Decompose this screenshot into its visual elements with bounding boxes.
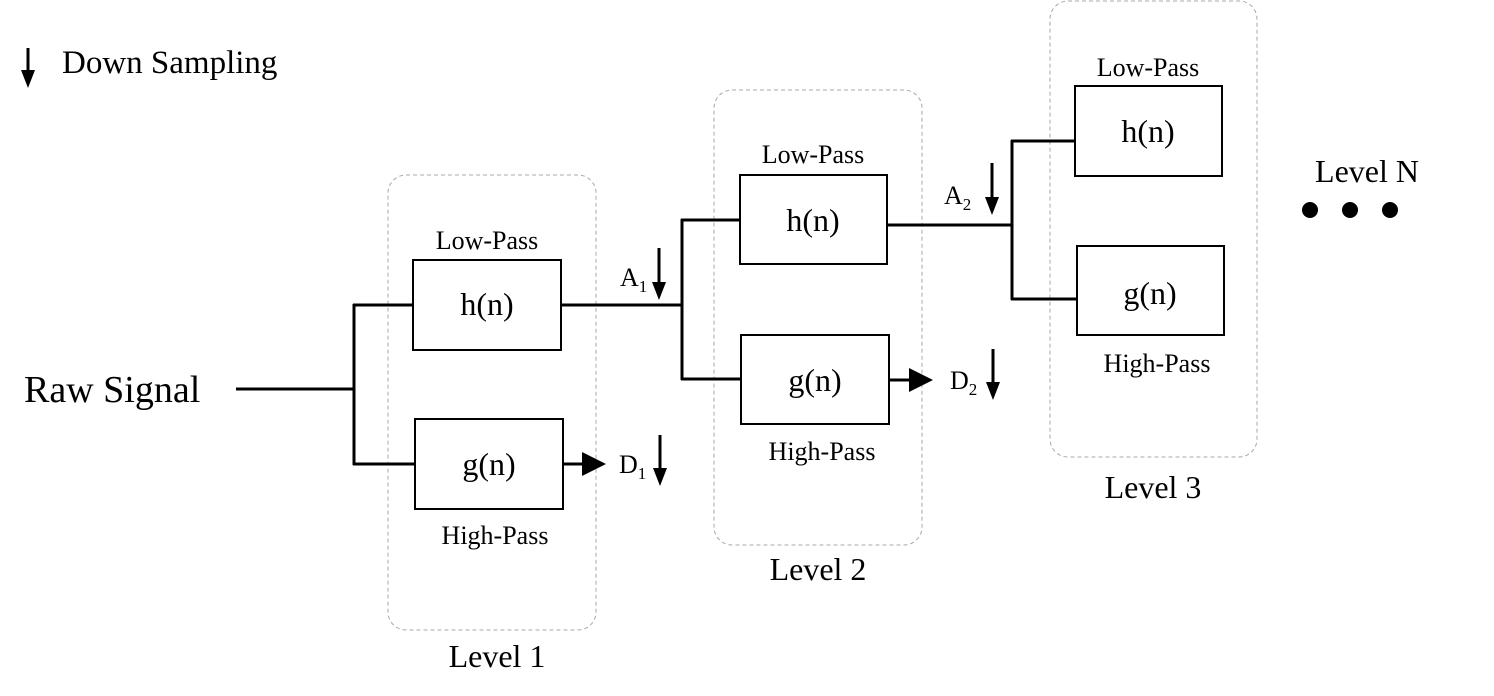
level-2-lowpass-filter	[739, 174, 888, 265]
level-1-container	[387, 174, 597, 631]
level-2-highpass-filter	[740, 334, 890, 425]
detail-2-label: D2	[950, 366, 977, 399]
detail-1-label: D1	[619, 450, 646, 483]
level-2-wiring	[680, 218, 1012, 392]
level-3-g-label: g(n)	[1123, 275, 1176, 311]
down-arrow-icon	[985, 163, 999, 215]
level-3-container	[1049, 0, 1258, 458]
level-3-lowpass-label: Low-Pass	[1097, 53, 1200, 82]
approx-2-label: A2	[944, 181, 971, 214]
level-2-highpass-label: High-Pass	[769, 437, 876, 466]
level-1-g-label: g(n)	[462, 446, 515, 482]
level-1-label: Level 1	[449, 638, 546, 674]
level-1-highpass-filter	[414, 418, 564, 510]
down-arrow-icon	[21, 48, 35, 88]
ellipsis-dots	[1302, 202, 1398, 218]
level-3-h-label: h(n)	[1121, 113, 1174, 149]
down-arrow-icon	[653, 435, 667, 486]
level-3-highpass-label: High-Pass	[1104, 349, 1211, 378]
level-3-wiring	[1010, 139, 1077, 301]
level-2-lowpass-label: Low-Pass	[762, 140, 865, 169]
level-1-highpass-label: High-Pass	[442, 521, 549, 550]
level-2-h-label: h(n)	[786, 202, 839, 238]
level-2-label: Level 2	[770, 551, 867, 587]
raw-signal-label: Raw Signal	[24, 369, 200, 411]
legend: Down Sampling	[21, 45, 277, 88]
level-1-lowpass-label: Low-Pass	[436, 226, 539, 255]
down-arrow-icon	[986, 349, 1000, 400]
level-2-g-label: g(n)	[788, 362, 841, 398]
level-3-lowpass-filter	[1074, 85, 1223, 177]
legend-label: Down Sampling	[62, 45, 277, 81]
level-3-highpass-filter	[1076, 245, 1225, 336]
level-n-label: Level N	[1315, 153, 1419, 189]
level-1-lowpass-filter	[412, 259, 562, 351]
level-3-label: Level 3	[1105, 469, 1202, 505]
approx-1-label: A1	[620, 263, 647, 296]
level-1-wiring	[236, 303, 682, 476]
level-1-h-label: h(n)	[460, 286, 513, 322]
level-2-container	[713, 89, 923, 546]
down-arrow-icon	[652, 248, 666, 300]
